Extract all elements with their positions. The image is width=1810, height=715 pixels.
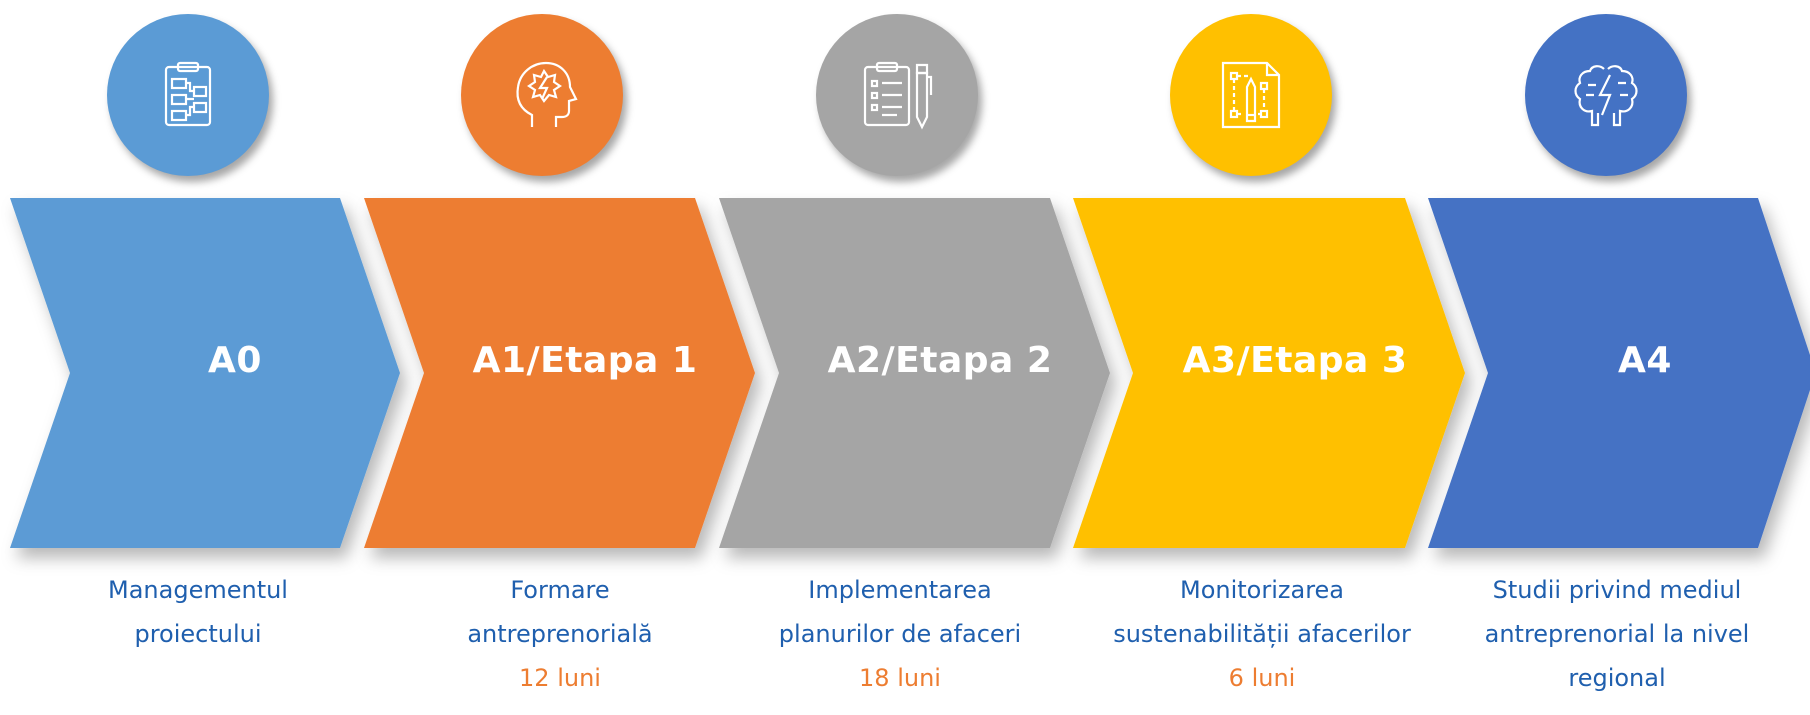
flowchart-clipboard-icon [164, 61, 212, 127]
stage-a1-label: A1/Etapa 1 [472, 340, 698, 381]
chevron-a3 [1073, 198, 1465, 548]
stage-a1-circle [461, 14, 623, 176]
description-line: proiectului [134, 620, 262, 648]
stage-a0-description: Managementul proiectului [33, 568, 363, 656]
head-lightning-icon [516, 61, 578, 127]
chevron-a0 [10, 198, 400, 548]
stage-a3-circle [1170, 14, 1332, 176]
duration-label: 18 luni [859, 664, 941, 692]
stage-a3-label: A3/Etapa 3 [1182, 340, 1408, 381]
description-line: Formare [510, 576, 610, 604]
chevron-a2 [719, 198, 1110, 548]
stage-a0-label: A0 [208, 340, 262, 381]
stage-a2-label: A2/Etapa 2 [827, 340, 1053, 381]
description-line: planurilor de afaceri [778, 620, 1022, 648]
description-line: Studii privind mediul [1492, 576, 1742, 604]
blueprint-pencil-icon [1221, 61, 1281, 129]
clipboard-pen-icon [863, 61, 933, 130]
stage-a4-label: A4 [1618, 340, 1672, 381]
stage-a4-circle [1525, 14, 1687, 176]
stage-a1-description: Formare antreprenorială 12 luni [395, 568, 725, 700]
description-line: Monitorizarea [1179, 576, 1344, 604]
stage-a3-description: Monitorizarea sustenabilității afacerilo… [1097, 568, 1427, 700]
stage-a2-circle [816, 14, 978, 176]
stage-a2-description: Implementarea planurilor de afaceri 18 l… [735, 568, 1065, 700]
description-line: antreprenorial la nivel [1484, 620, 1750, 648]
description-line: sustenabilității afacerilor [1113, 620, 1411, 648]
duration-label: 12 luni [519, 664, 601, 692]
chevron-a4 [1428, 198, 1810, 548]
chevron-a1 [364, 198, 755, 548]
duration-label: 6 luni [1228, 664, 1296, 692]
description-line: regional [1568, 664, 1666, 692]
stage-a0-circle [107, 14, 269, 176]
description-line: Managementul [108, 576, 288, 604]
description-line: antreprenorială [467, 620, 653, 648]
brain-lightning-icon [1574, 65, 1638, 127]
stage-a4-description: Studii privind mediul antreprenorial la … [1452, 568, 1782, 700]
description-line: Implementarea [808, 576, 992, 604]
